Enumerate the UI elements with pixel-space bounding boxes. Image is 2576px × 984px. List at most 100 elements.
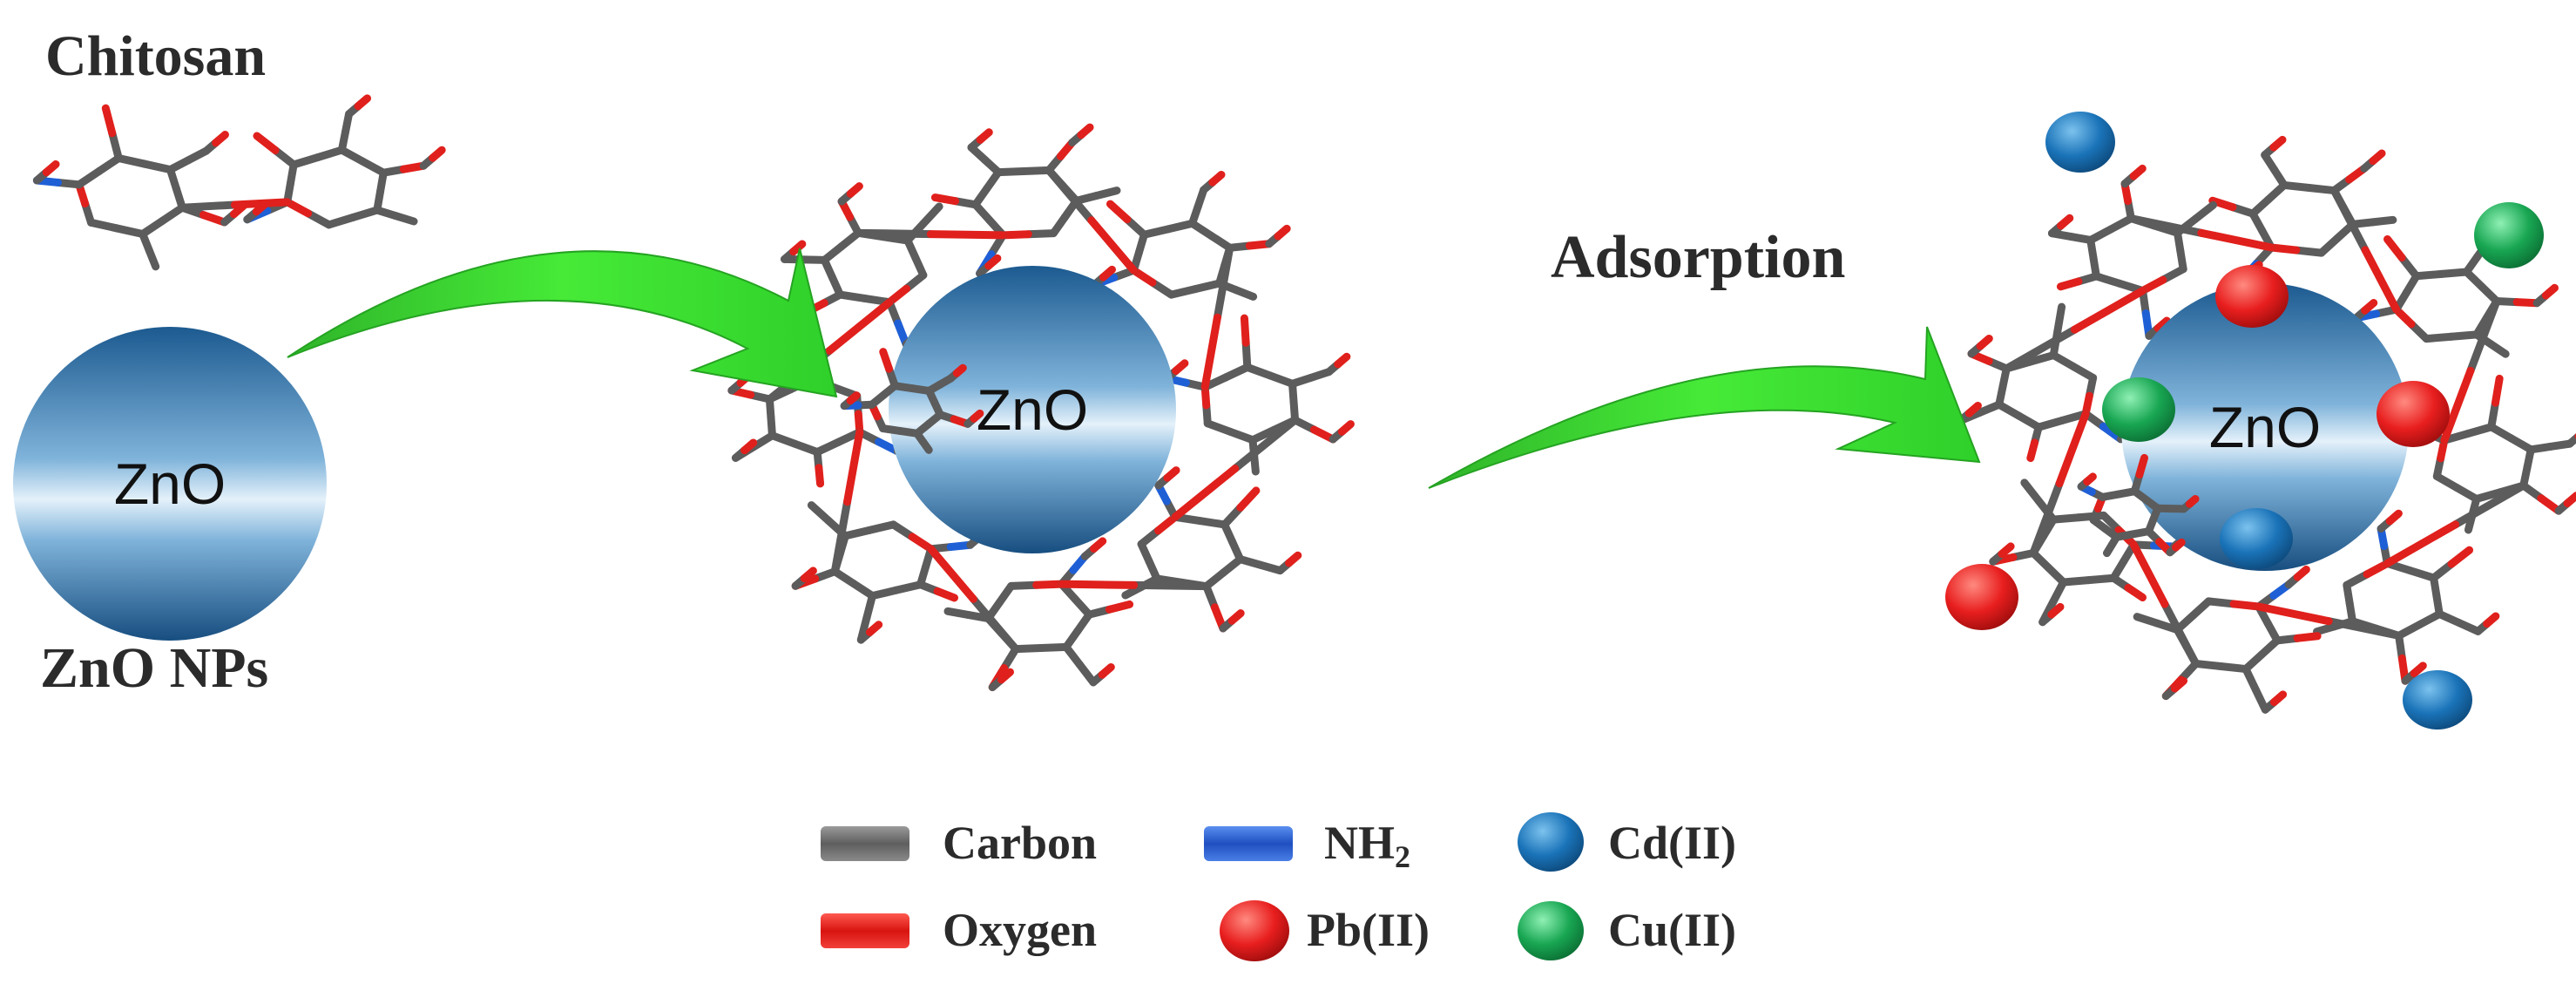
- legend-pb-swatch: [1220, 900, 1289, 961]
- bond-stick: [2361, 299, 2378, 315]
- bond-stick: [2447, 330, 2481, 341]
- legend-pb-label: Pb(II): [1307, 904, 1430, 956]
- bond-stick: [943, 607, 972, 619]
- bond-stick: [1092, 187, 1121, 200]
- bond-stick: [158, 203, 186, 225]
- bond-stick: [2047, 602, 2065, 619]
- bond-stick: [2329, 187, 2370, 254]
- bond-stick: [230, 198, 292, 209]
- bond-stick: [283, 198, 313, 218]
- bond-stick: [1153, 574, 1186, 587]
- bond-stick: [918, 438, 933, 454]
- bond-stick: [2129, 540, 2169, 608]
- bond-stick: [2437, 268, 2471, 278]
- legend-cu-swatch: [1518, 901, 1584, 960]
- bond-stick: [289, 153, 322, 169]
- bond-stick: [2313, 622, 2339, 636]
- bond-stick: [2020, 478, 2043, 506]
- bond-stick: [2491, 374, 2504, 407]
- bond-stick: [846, 182, 863, 198]
- bond-stick: [354, 94, 372, 111]
- bond-stick: [2056, 277, 2083, 291]
- bond-stick: [140, 159, 174, 174]
- legend-oxygen-swatch: [821, 913, 909, 948]
- bond-stick: [830, 498, 852, 576]
- bond-stick: [740, 438, 758, 455]
- bond-stick: [101, 104, 117, 138]
- bond-stick: [1019, 166, 1053, 175]
- bond-stick: [2280, 180, 2314, 193]
- bond-stick: [843, 428, 864, 506]
- bond-stick: [2293, 565, 2310, 581]
- bond-stick: [865, 621, 883, 636]
- bond-stick: [2083, 472, 2097, 486]
- bond-stick: [1208, 170, 1226, 187]
- chitosan-label: Chitosan: [45, 24, 266, 88]
- bond-stick: [358, 157, 388, 177]
- bond-stick: [984, 254, 1002, 270]
- bond-stick: [2126, 214, 2206, 237]
- bond-stick: [865, 520, 897, 534]
- bond-stick: [2361, 246, 2401, 314]
- bond-stick: [178, 200, 239, 212]
- bond-stick: [1337, 420, 1355, 436]
- bond-stick: [2369, 215, 2397, 227]
- bond-stick: [2160, 600, 2201, 668]
- pb-ion: [2377, 381, 2450, 447]
- bond-stick: [1964, 401, 1982, 417]
- bond-stick: [767, 431, 799, 448]
- legend-nh2-label: NH2: [1324, 817, 1410, 874]
- bond-stick: [2029, 479, 2064, 557]
- bond-stick: [789, 240, 807, 256]
- bond-stick: [1213, 243, 1234, 322]
- bond-stick: [75, 167, 104, 189]
- bond-stick: [304, 209, 334, 229]
- bond-stick: [2383, 234, 2406, 262]
- bond-stick: [2135, 453, 2149, 479]
- bond-stick: [927, 545, 977, 603]
- bond-stick: [1139, 225, 1173, 239]
- bond-stick: [952, 363, 967, 377]
- bond-stick: [2133, 613, 2161, 628]
- bond-stick: [1334, 352, 1351, 369]
- cu-ion: [2102, 377, 2175, 442]
- bond-stick: [1200, 313, 1221, 391]
- bond-stick: [112, 224, 147, 239]
- bond-stick: [790, 439, 821, 457]
- bond-stick: [2172, 538, 2186, 552]
- bond-stick: [2153, 316, 2171, 333]
- bond-stick: [2026, 438, 2039, 463]
- bond-stick: [1274, 224, 1291, 241]
- bond-stick: [2057, 214, 2074, 230]
- legend-carbon-label: Carbon: [943, 817, 1097, 869]
- bond-stick: [1037, 642, 1071, 653]
- adsorption-label: Adsorption: [1551, 224, 1845, 291]
- bond-stick: [1077, 123, 1094, 139]
- bond-stick: [2563, 492, 2576, 507]
- bond-stick: [2059, 576, 2093, 587]
- chitosan-chains-front: [840, 348, 2200, 558]
- bond-stick: [815, 464, 825, 488]
- bond-stick: [1998, 542, 2015, 559]
- zno-label-2: ZnO: [977, 377, 1088, 442]
- bond-stick: [998, 230, 1032, 240]
- bond-stick: [1232, 286, 1258, 301]
- bond-stick: [2055, 410, 2090, 488]
- bond-stick: [1227, 609, 1245, 625]
- bond-stick: [1250, 451, 1260, 476]
- bond-stick: [2383, 520, 2460, 567]
- bond-stick: [2084, 573, 2118, 585]
- bond-stick: [879, 233, 912, 245]
- bond-stick: [1163, 466, 1180, 482]
- bond-stick: [1167, 285, 1200, 299]
- bond-stick: [976, 128, 993, 144]
- bond-stick: [1171, 465, 1240, 521]
- bond-stick: [2204, 597, 2238, 608]
- bond-stick: [2487, 340, 2510, 358]
- bond-stick: [892, 580, 925, 594]
- bond-stick: [2191, 200, 2217, 223]
- legend-cd-label: Cd(II): [1608, 817, 1736, 869]
- bond-stick: [2541, 283, 2559, 300]
- pb-ion: [1945, 564, 2018, 630]
